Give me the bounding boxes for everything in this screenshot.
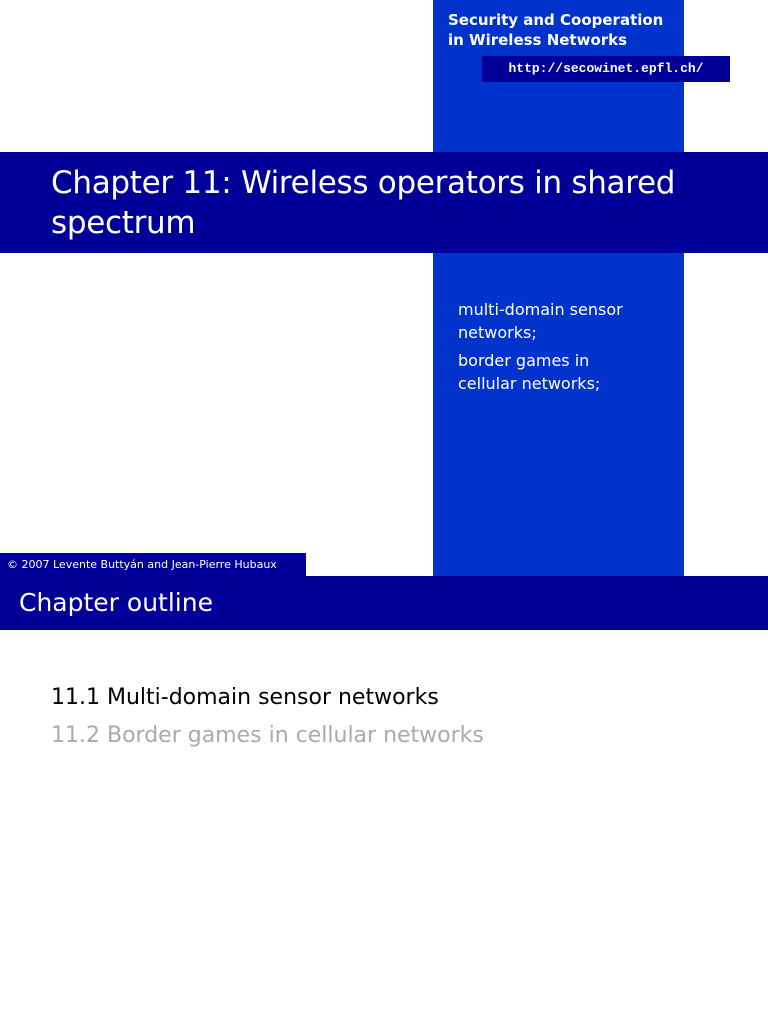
accent-column [433,0,684,576]
topic-item: border games in cellular networks; [458,349,673,395]
chapter-title-band [0,152,768,253]
topic-line: border games in [458,351,590,370]
book-title-line1: Security and Cooperation [448,11,664,29]
book-title: Security and Cooperation in Wireless Net… [448,10,680,50]
chapter-title: Chapter 11: Wireless operators in shared… [51,165,676,241]
topic-line: networks; [458,323,537,342]
website-url[interactable]: http://secowinet.epfl.ch/ [482,56,730,82]
topic-line: cellular networks; [458,374,601,393]
outline-item-inactive: 11.2 Border games in cellular networks [51,723,484,748]
outline-slide: Chapter outline 11.1 Multi-domain sensor… [0,576,768,1024]
chapter-topics: multi-domain sensor networks; border gam… [458,298,673,400]
book-title-line2: in Wireless Networks [448,31,628,49]
outline-title: Chapter outline [19,588,213,617]
outline-title-band [0,576,768,630]
outline-list: 11.1 Multi-domain sensor networks 11.2 B… [51,679,484,755]
outline-item-current: 11.1 Multi-domain sensor networks [51,685,439,710]
copyright-notice: © 2007 Levente Buttyán and Jean-Pierre H… [0,553,306,576]
topic-item: multi-domain sensor networks; [458,298,673,344]
topic-line: multi-domain sensor [458,300,623,319]
title-slide: Security and Cooperation in Wireless Net… [0,0,768,576]
